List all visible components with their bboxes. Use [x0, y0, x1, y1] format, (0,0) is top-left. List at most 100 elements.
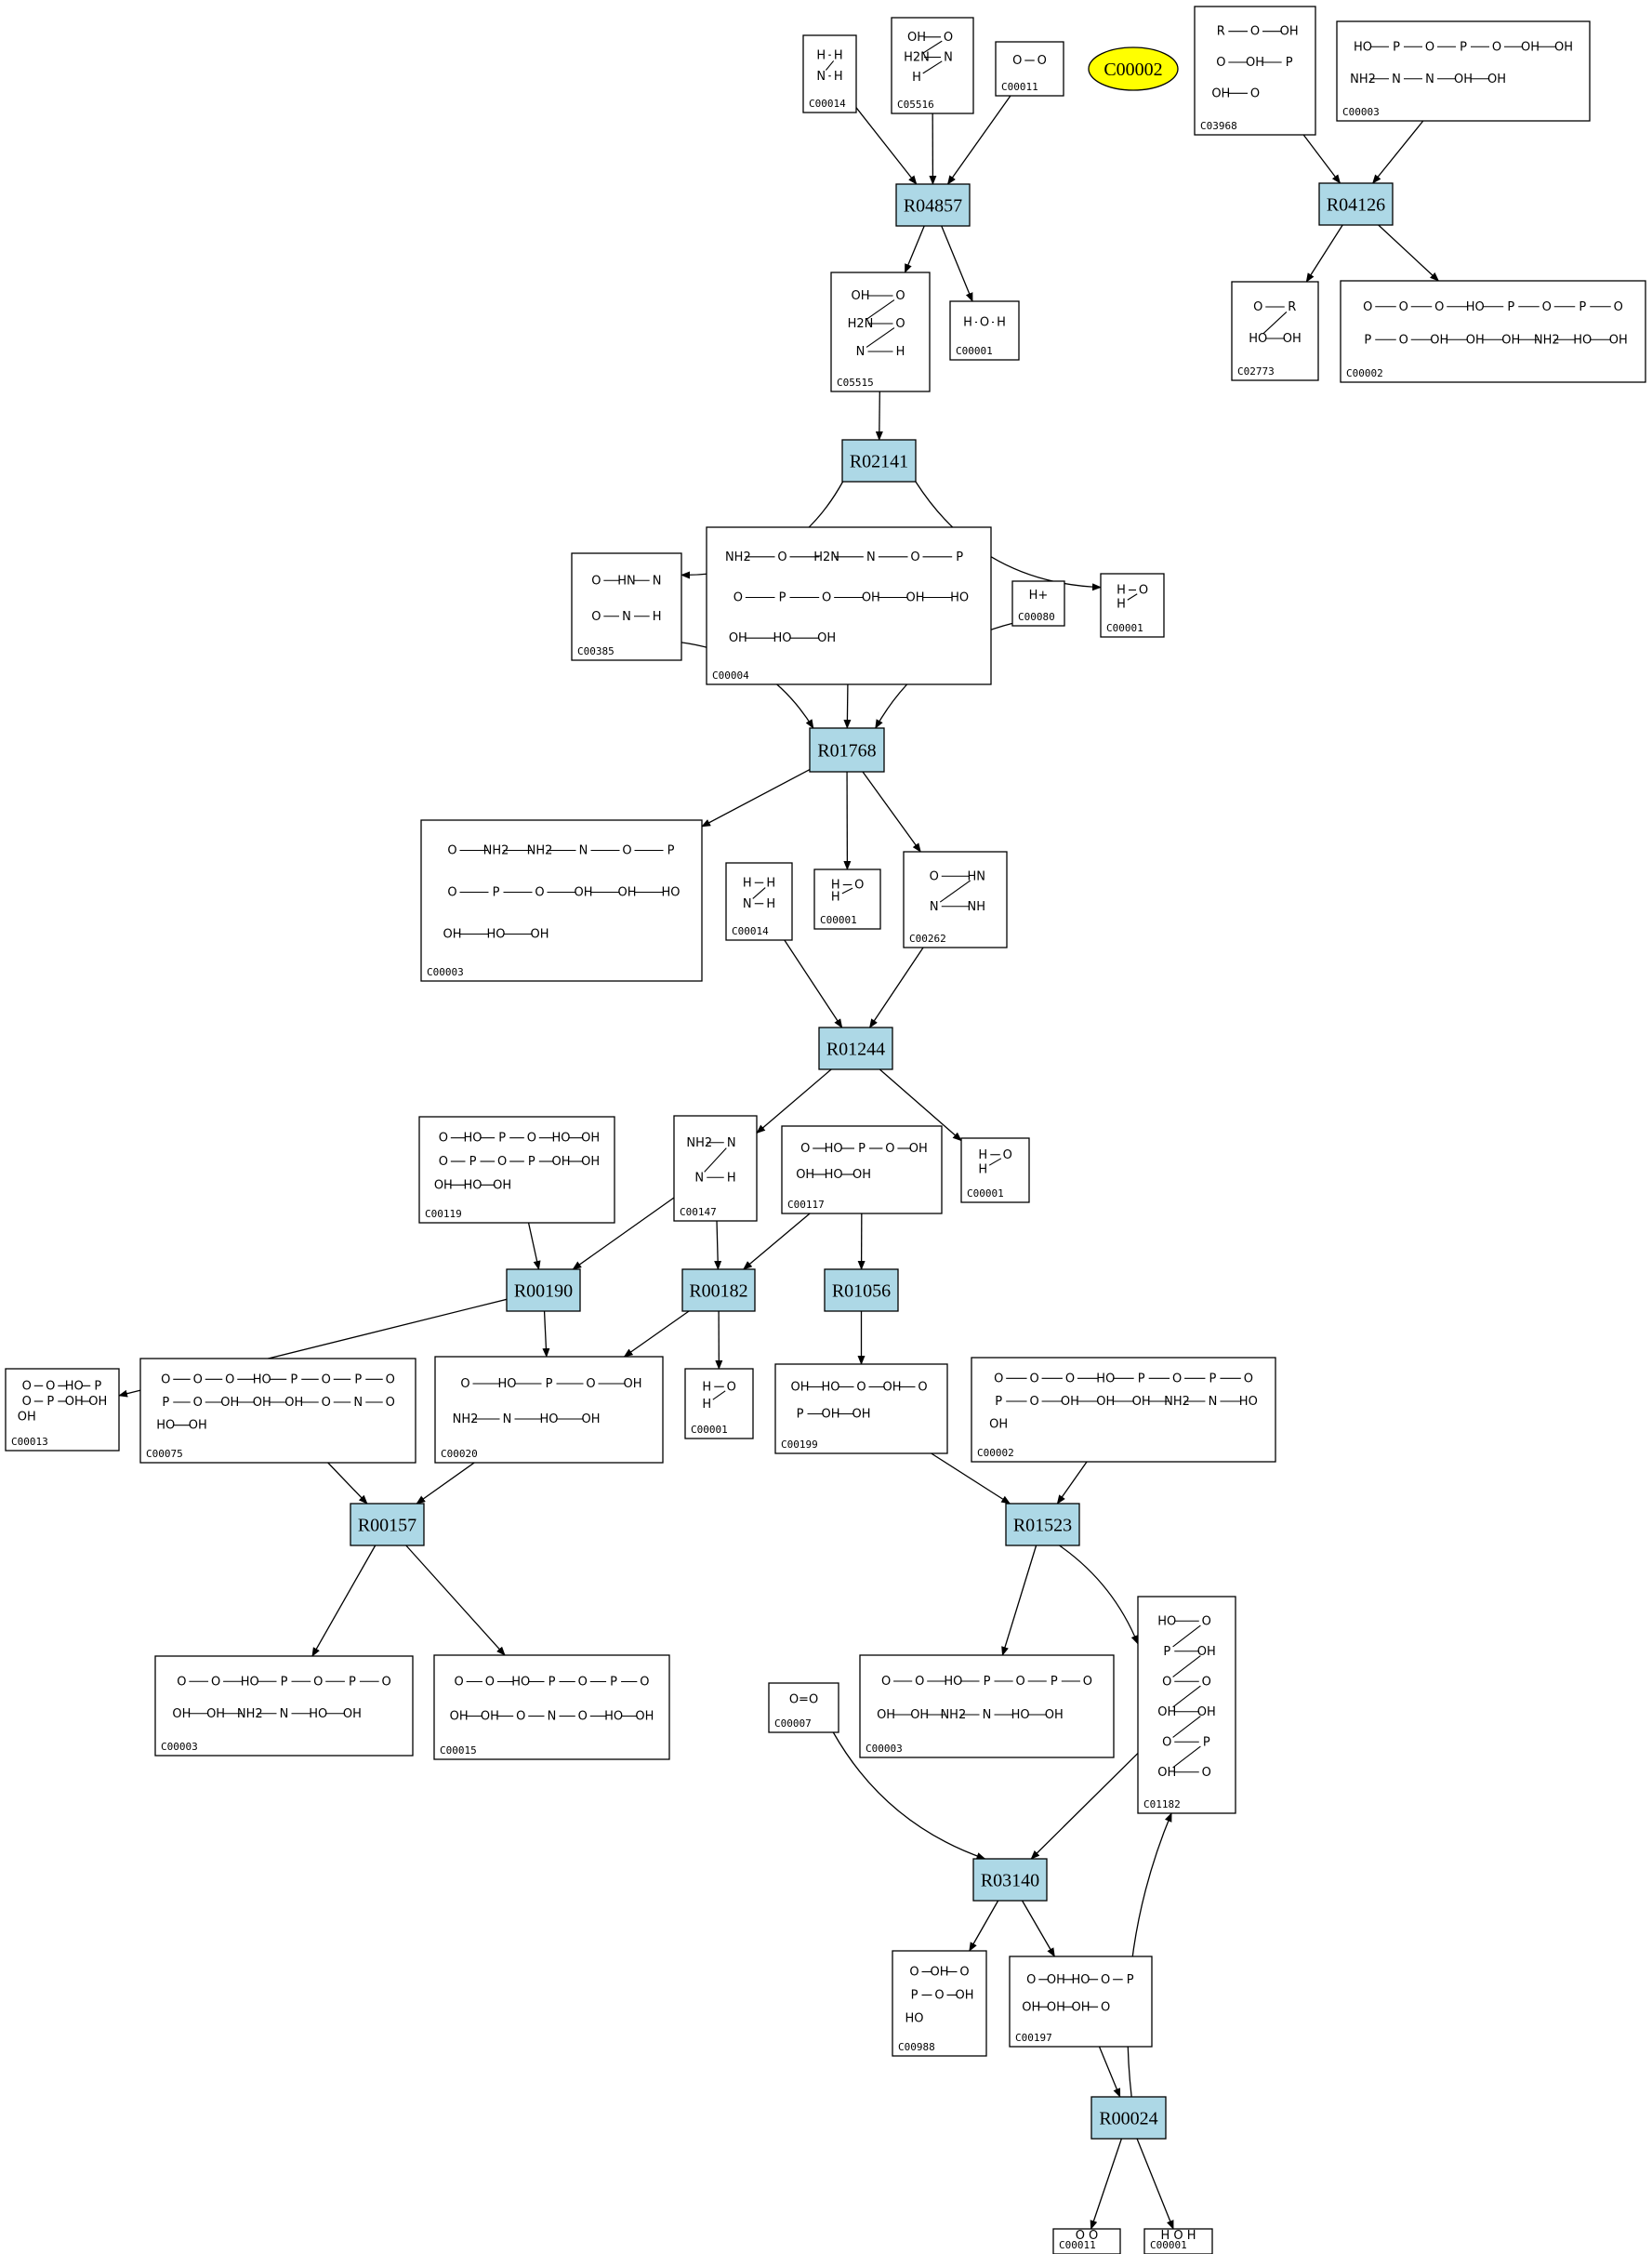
atom-label: O — [895, 289, 905, 303]
atom-label: P — [1364, 333, 1371, 347]
atom-label: OH — [1609, 333, 1628, 347]
atom-label: OH — [907, 31, 926, 45]
atom-label: HO — [539, 1412, 558, 1426]
atom-label: H — [831, 891, 840, 905]
atom-label: O — [1399, 300, 1408, 314]
atom-label: OH — [623, 1377, 641, 1391]
atom-label: H — [997, 316, 1006, 330]
bond-line — [922, 40, 943, 54]
reaction-node-r01523[interactable]: R01523 — [1005, 1503, 1080, 1546]
reaction-node-r00182[interactable]: R00182 — [681, 1268, 756, 1312]
atom-label: O — [322, 1372, 331, 1386]
reaction-node-r00190[interactable]: R00190 — [506, 1268, 581, 1312]
reaction-node-r00024[interactable]: R00024 — [1090, 2096, 1167, 2140]
reaction-node-r02141[interactable]: R02141 — [841, 439, 917, 483]
atom-label: O — [1202, 1675, 1211, 1689]
atom-label: N — [944, 51, 953, 65]
reaction-label: R01244 — [826, 1040, 885, 1060]
compound-node-c00080[interactable]: H+C00080 — [1011, 580, 1065, 627]
atom-label: O — [591, 610, 601, 624]
atom-label: O — [856, 1381, 866, 1395]
reaction-node-r01056[interactable]: R01056 — [824, 1268, 899, 1312]
atom-label: HO — [551, 1132, 570, 1146]
atom-label: HO — [253, 1372, 271, 1386]
atom-label: H — [978, 1162, 987, 1176]
reaction-node-r03140[interactable]: R03140 — [972, 1858, 1048, 1902]
atom-label: OH — [189, 1419, 207, 1433]
highlighted-compound[interactable]: C00002 — [1088, 46, 1179, 91]
atom-label: O — [1202, 1614, 1211, 1628]
atom-label: O — [177, 1675, 186, 1689]
atom-label: OH — [206, 1707, 225, 1721]
atom-label: OH — [617, 886, 636, 900]
reaction-node-r00157[interactable]: R00157 — [350, 1503, 425, 1546]
compound-id-label: C00004 — [712, 670, 749, 682]
edge-arrow — [784, 939, 843, 1028]
atom-label: P — [290, 1372, 297, 1386]
reaction-label: R00190 — [514, 1281, 573, 1302]
atom-label: O — [1399, 333, 1408, 347]
atom-label: P — [1579, 300, 1586, 314]
reaction-node-r04857[interactable]: R04857 — [895, 183, 971, 227]
bond-line — [922, 60, 943, 74]
reaction-node-r01244[interactable]: R01244 — [818, 1027, 893, 1070]
atom-label: O — [944, 31, 953, 45]
bond-line — [704, 1147, 727, 1173]
atom-label: HO — [905, 2012, 923, 2026]
atom-label: O — [934, 1989, 944, 2003]
reaction-label: R00182 — [689, 1281, 747, 1302]
atom-label: OH — [1022, 2000, 1040, 2014]
atom-label: OH — [989, 1418, 1008, 1432]
edge-arrow — [915, 481, 1102, 591]
atom-label: O — [322, 1396, 331, 1410]
atom-label: O — [439, 1132, 448, 1146]
edge-arrow — [969, 1900, 999, 1952]
reaction-label: R00157 — [358, 1516, 416, 1536]
atom-label: H — [831, 879, 840, 893]
compound-id-label: C00001 — [820, 914, 857, 926]
reaction-node-r01768[interactable]: R01768 — [809, 727, 885, 773]
compound-id-label: C05515 — [837, 377, 874, 389]
atom-label: H — [702, 1398, 711, 1412]
reaction-node-r04126[interactable]: R04126 — [1318, 182, 1394, 226]
edge-arrow — [875, 391, 883, 441]
atom-label: O — [1101, 1973, 1110, 1987]
atom-label: OH — [1211, 86, 1230, 100]
